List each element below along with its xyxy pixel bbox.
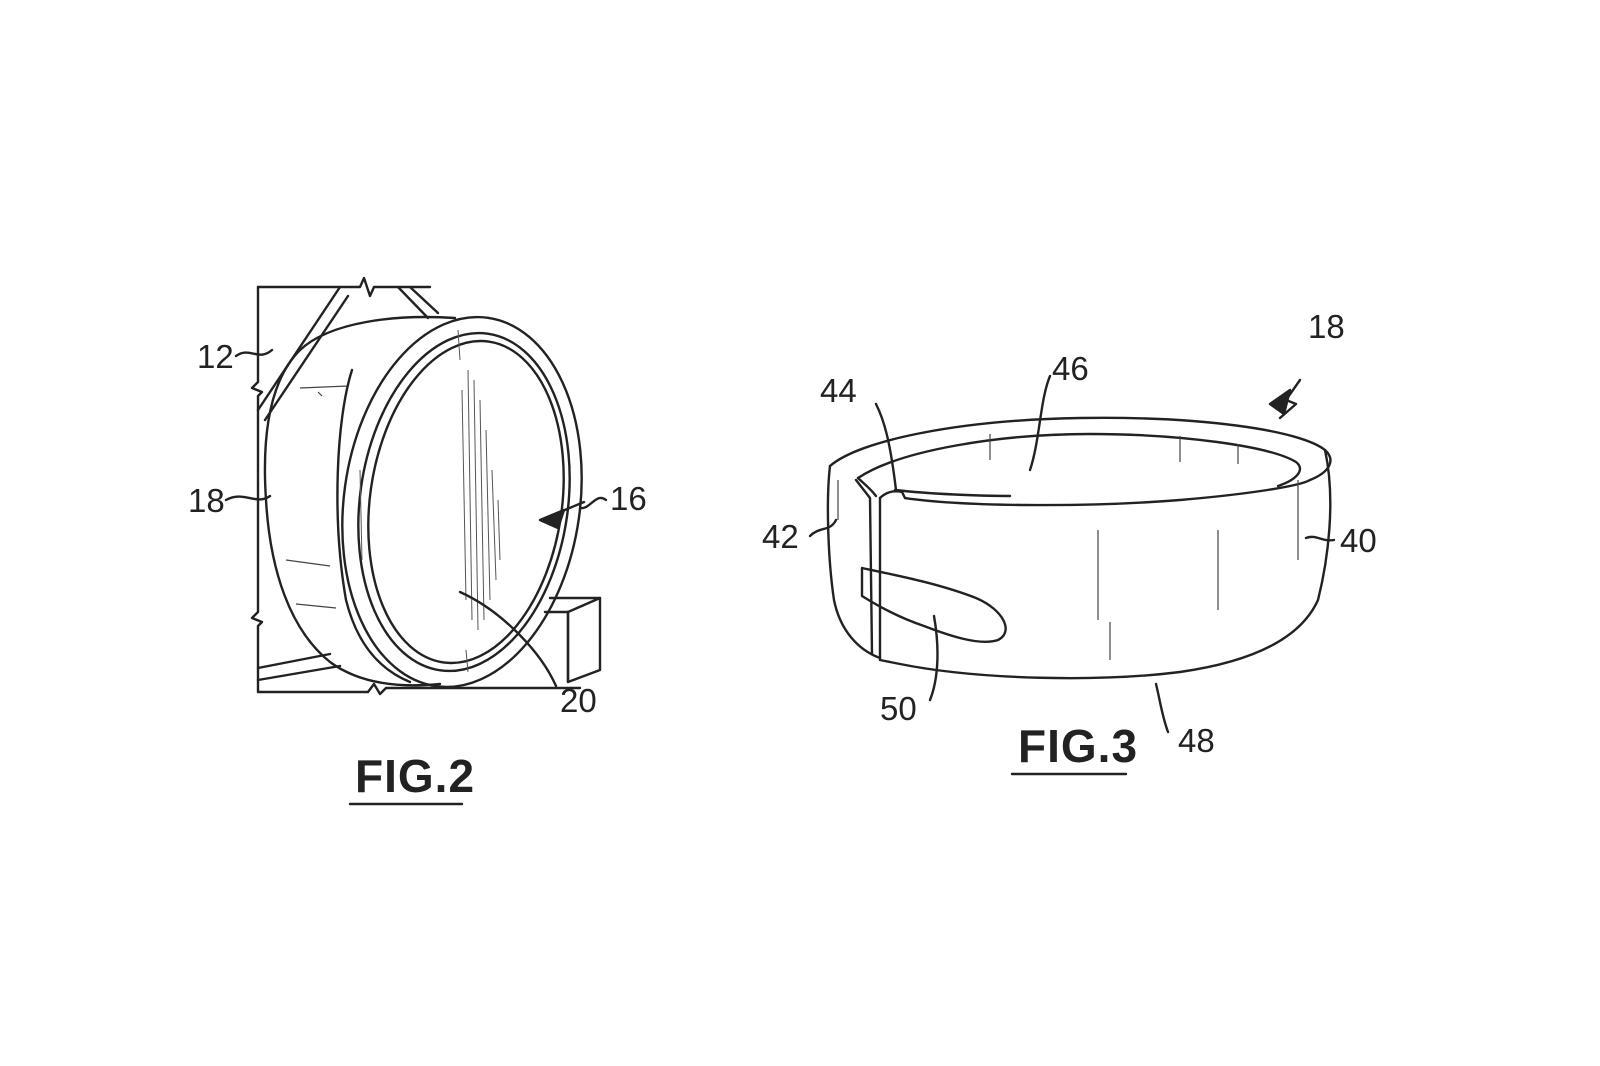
fig3-label-18: 18 — [1308, 308, 1345, 345]
fig3-label-50: 50 — [880, 690, 917, 727]
fig3-label-48: 48 — [1178, 722, 1215, 759]
fig3-band — [826, 416, 1332, 680]
fig2-lens-shading — [359, 329, 501, 673]
fig3-label-44: 44 — [820, 372, 857, 409]
fig3-group: 18 44 46 42 40 50 48 FIG.3 — [762, 308, 1377, 776]
fig2-adapter-ring — [263, 315, 457, 687]
fig3-label-42: 42 — [762, 518, 799, 555]
fig3-label-40: 40 — [1340, 522, 1377, 559]
fig3-label-46: 46 — [1052, 350, 1089, 387]
fig2-caption: FIG.2 — [355, 750, 475, 802]
fig2-lens — [336, 315, 583, 689]
fig2-label-12: 12 — [197, 338, 234, 375]
fig3-caption: FIG.3 — [1018, 720, 1138, 772]
fig2-label-18: 18 — [188, 482, 225, 519]
fig2-group: 12 18 16 20 FIG.2 — [188, 276, 647, 806]
fig2-label-20: 20 — [560, 682, 597, 719]
fig2-label-16: 16 — [610, 480, 647, 517]
fig2-housing — [250, 276, 602, 696]
